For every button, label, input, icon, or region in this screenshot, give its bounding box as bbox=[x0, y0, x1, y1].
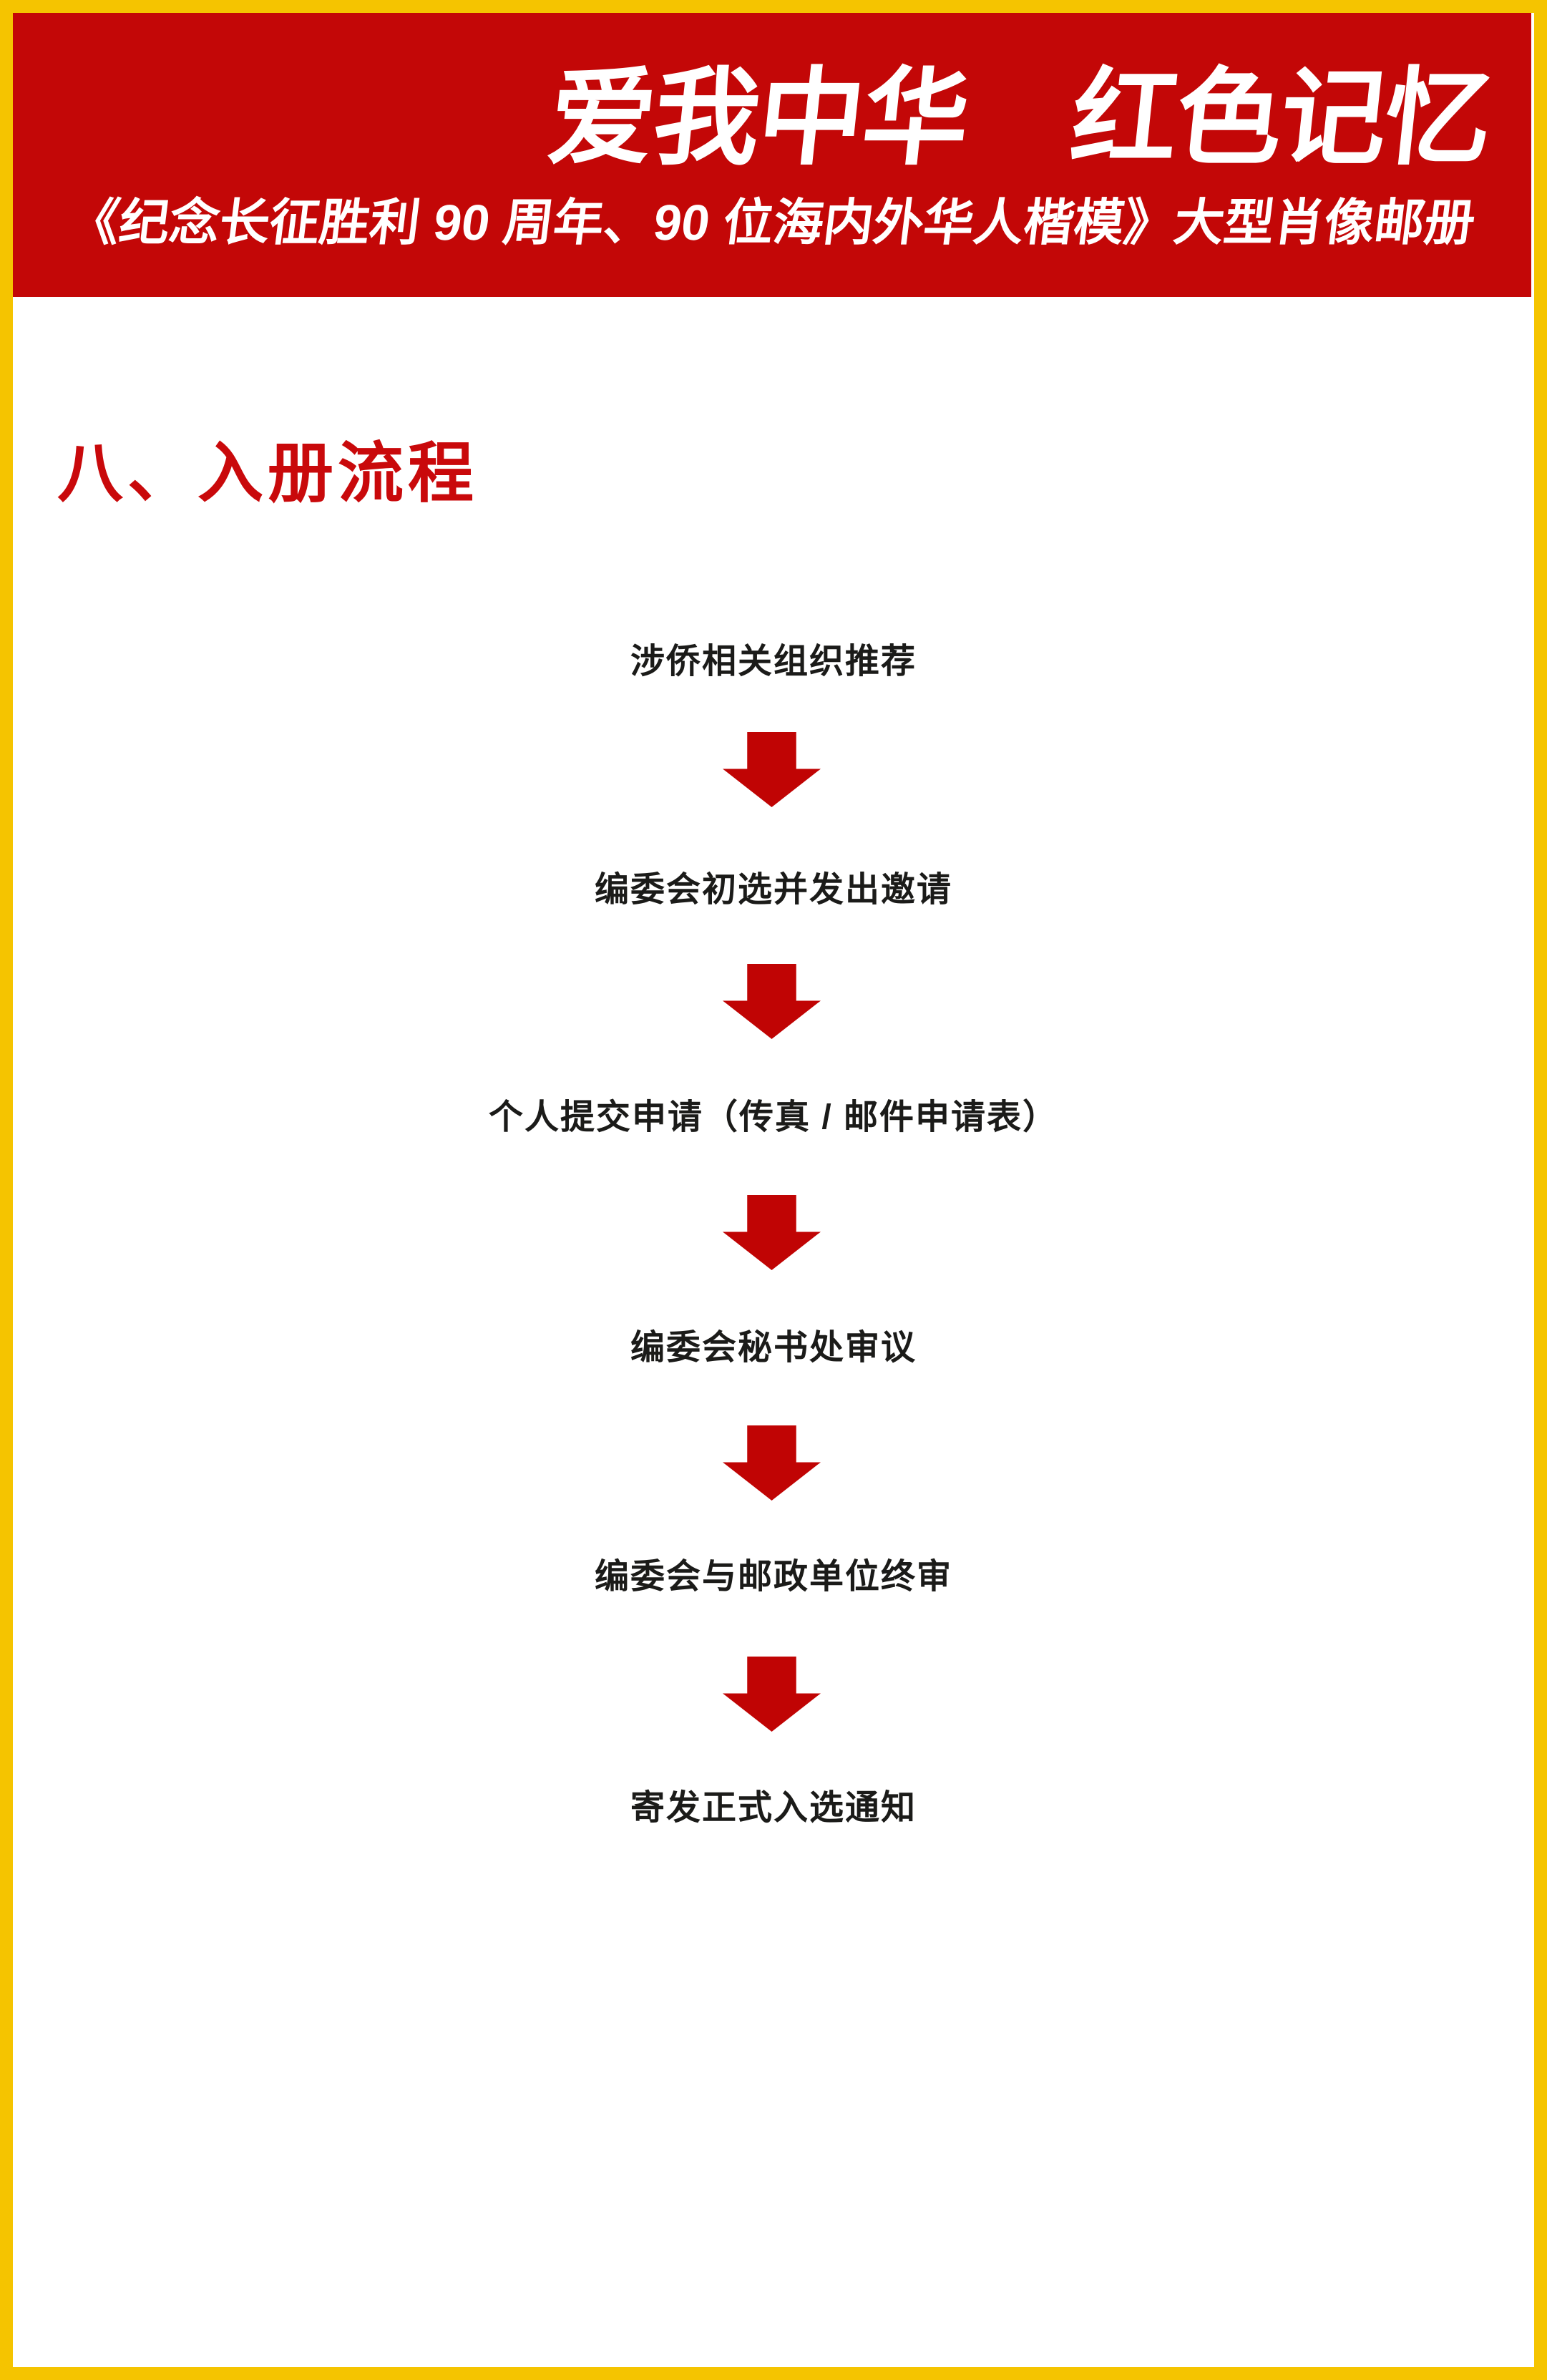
flow-step-label: 编委会秘书处审议 bbox=[630, 1329, 917, 1367]
arrow-down-icon bbox=[723, 1195, 821, 1270]
arrow-down-icon bbox=[723, 1657, 821, 1732]
flow-step-label: 个人提交申请（传真 / 邮件申请表） bbox=[488, 1098, 1058, 1136]
flow-step-label: 涉侨相关组织推荐 bbox=[630, 643, 917, 681]
header-banner: 爱我中华 红色记忆 《纪念长征胜利 90 周年、90 位海内外华人楷模》大型肖像… bbox=[13, 13, 1531, 297]
section-heading: 八、入册流程 bbox=[57, 437, 479, 510]
arrow-down-icon bbox=[723, 1425, 821, 1501]
arrow-down-icon bbox=[723, 964, 821, 1039]
flow-step-label: 编委会初选并发出邀请 bbox=[594, 871, 952, 909]
flowchart: 涉侨相关组织推荐 编委会初选并发出邀请 个人提交申请（传真 / 邮件申请表） 编… bbox=[13, 13, 1534, 2367]
page-body: 爱我中华 红色记忆 《纪念长征胜利 90 周年、90 位海内外华人楷模》大型肖像… bbox=[13, 13, 1534, 2367]
arrow-down-icon bbox=[723, 732, 821, 807]
flow-step-label: 寄发正式入选通知 bbox=[630, 1789, 917, 1827]
flow-step-label: 编委会与邮政单位终审 bbox=[594, 1558, 952, 1596]
